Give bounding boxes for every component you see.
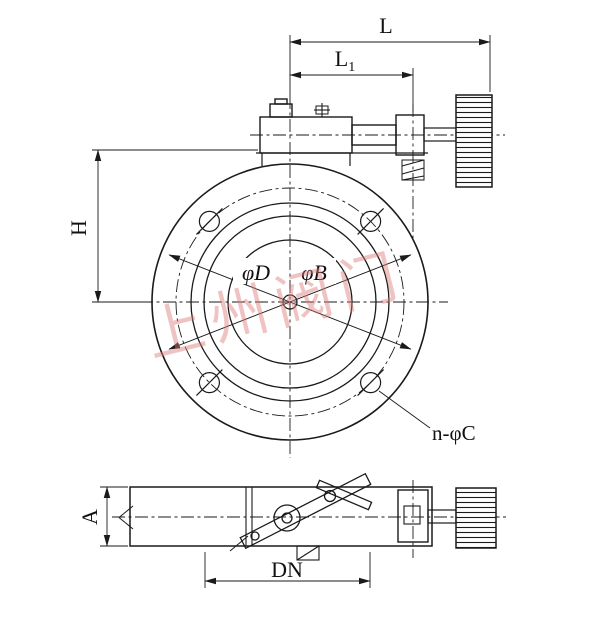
valve-body-side: [118, 486, 433, 552]
top-view: [140, 94, 505, 458]
label-backing: [233, 258, 279, 284]
side-center-lines: [112, 480, 506, 558]
actuator-assembly: [256, 98, 457, 181]
dimension-L-label: L: [379, 13, 392, 38]
outer-flange-circle: [151, 163, 429, 441]
gland-block: [401, 159, 425, 181]
handwheel-side: [455, 487, 497, 549]
dimension-A-label: A: [77, 509, 102, 525]
dimension-H: [92, 149, 258, 303]
clamp-block: [296, 545, 320, 561]
label-backing: [292, 258, 336, 284]
lever-handle: [239, 472, 373, 561]
dimension-L1: [289, 68, 414, 112]
dimension-A: [100, 486, 128, 547]
dimension-DN: [204, 552, 371, 588]
bolt-hole: [357, 207, 385, 235]
diameter-dimension-lines: [168, 254, 412, 350]
callout-n-phiC-label: n-φC: [432, 421, 476, 445]
label-phi-D: φD: [242, 260, 270, 285]
bolt-hole: [357, 369, 385, 397]
dimension-L1-label: L1: [335, 46, 355, 75]
bolt-hole: [195, 369, 223, 397]
side-view: [112, 472, 506, 561]
bolt-hole: [195, 207, 223, 235]
dimension-DN-label: DN: [271, 557, 303, 582]
side-bracket: [397, 489, 457, 543]
handwheel-top: [455, 94, 493, 188]
dimension-L1-main: L: [335, 46, 348, 71]
callout-n-phiC: n-φC: [378, 390, 476, 445]
dimension-H-label: H: [66, 220, 91, 236]
bolt-holes: [195, 207, 385, 397]
dimension-L1-subscript: 1: [348, 60, 355, 75]
label-phi-B: φB: [301, 260, 327, 285]
dimension-L: [289, 35, 491, 96]
